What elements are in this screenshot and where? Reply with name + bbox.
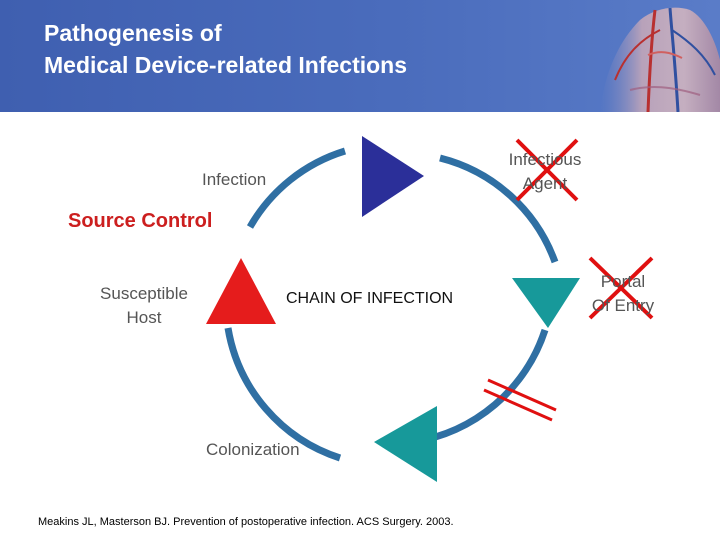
cross-infectious-agent — [515, 138, 579, 202]
infectious-agent-line-2: Agent — [522, 174, 568, 193]
portal-of-entry-line-2: Of Entry — [591, 296, 655, 315]
anatomy-illustration — [600, 7, 720, 112]
citation: Meakins JL, Masterson BJ. Prevention of … — [38, 516, 454, 528]
infectious-agent-triangle — [362, 136, 424, 217]
portal-of-entry-line-1: Portal — [600, 272, 646, 291]
infectious-agent-line-1: Infectious — [508, 150, 582, 169]
cycle-arc-top-left — [246, 147, 347, 229]
chain-of-infection-diagram — [206, 136, 654, 482]
title-line-2: Medical Device-related Infections — [44, 52, 408, 78]
susceptible-host-line-2: Host — [126, 308, 162, 327]
portal-of-entry-triangle — [512, 278, 580, 328]
infection-label: Infection — [202, 170, 267, 189]
slide-title: Pathogenesis of Medical Device-related I… — [44, 17, 407, 81]
susceptible-host-triangle — [206, 258, 276, 324]
colonization-label: Colonization — [206, 440, 300, 459]
colonization-triangle — [374, 406, 437, 482]
susceptible-host-label: Susceptible Host — [84, 282, 204, 330]
susceptible-host-line-1: Susceptible — [100, 284, 188, 303]
cycle-arc-top-right — [439, 154, 559, 264]
chain-of-infection-label: CHAIN OF INFECTION — [286, 290, 454, 307]
break-marks — [483, 378, 557, 422]
infectious-agent-label: Infectious Agent — [500, 148, 590, 196]
portal-of-entry-label: Portal Of Entry — [580, 270, 666, 318]
slide-header: Pathogenesis of Medical Device-related I… — [0, 0, 720, 112]
title-line-1: Pathogenesis of — [44, 20, 222, 46]
cross-portal-of-entry — [588, 256, 654, 320]
cycle-arc-bottom-left — [224, 327, 342, 462]
source-control-label: Source Control — [68, 210, 213, 232]
